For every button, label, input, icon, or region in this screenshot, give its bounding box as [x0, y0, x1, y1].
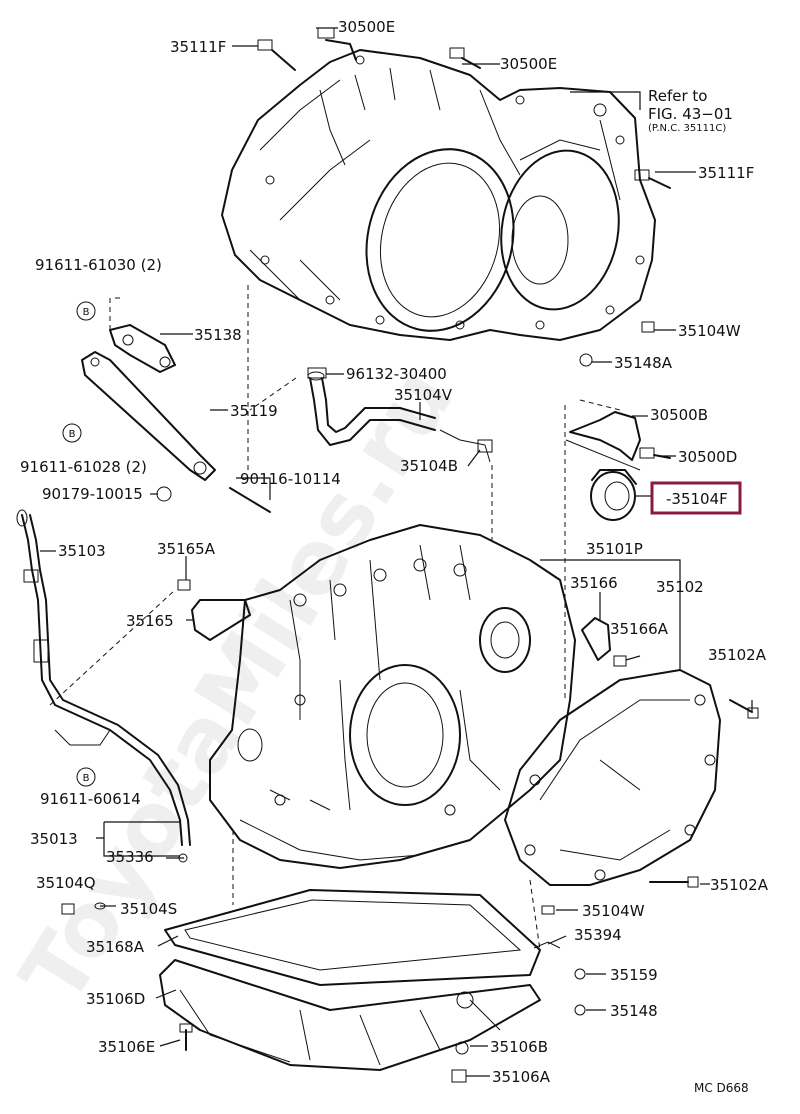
part-label[interactable]: 30500B	[650, 406, 708, 424]
part-label[interactable]: 30500E	[338, 18, 395, 36]
part-label[interactable]: 35104W	[678, 322, 741, 340]
transaxle-case	[209, 524, 576, 869]
part-label[interactable]: 35138	[194, 326, 242, 344]
part-label[interactable]: 35165A	[157, 540, 216, 558]
part-label[interactable]: 35106E	[98, 1038, 155, 1056]
reference-line1[interactable]: Refer to	[648, 87, 707, 105]
oil-seal	[590, 469, 637, 521]
part-label[interactable]: 35148	[610, 1002, 658, 1020]
oil-pan	[159, 889, 541, 1071]
dipstick-tube	[16, 509, 191, 846]
part-label[interactable]: 35336	[106, 848, 154, 866]
retaining-plate	[565, 411, 641, 471]
part-label[interactable]: 91611-60614	[40, 790, 141, 808]
highlight-box[interactable]	[650, 481, 742, 515]
bolt-marker-icon: B B B	[62, 301, 96, 787]
part-label[interactable]: 90116-10114	[240, 470, 341, 488]
part-label[interactable]: 30500E	[500, 55, 557, 73]
assembly-lines	[49, 285, 621, 951]
oil-hose	[307, 371, 491, 463]
leader-lines	[40, 27, 753, 1077]
part-label[interactable]: 35168A	[86, 938, 145, 956]
part-label[interactable]: 96132-30400	[346, 365, 447, 383]
part-label[interactable]: 30500D	[678, 448, 737, 466]
part-label[interactable]: 35013	[30, 830, 78, 848]
part-label[interactable]: 35106A	[492, 1068, 551, 1086]
part-label[interactable]: 35102A	[710, 876, 769, 894]
part-labels: 30500E 35111F 30500E Refer to FIG. 43−01…	[20, 18, 769, 1095]
brackets	[81, 297, 216, 481]
part-label[interactable]: 35106D	[86, 990, 145, 1008]
part-label[interactable]: 35166	[570, 574, 618, 592]
part-label[interactable]: 35111F	[170, 38, 226, 56]
part-label[interactable]: 90179-10015	[42, 485, 143, 503]
part-label[interactable]: 35166A	[610, 620, 669, 638]
transaxle-housing	[221, 49, 656, 341]
part-label[interactable]: 91611-61028 (2)	[20, 458, 147, 476]
part-label[interactable]: 35104B	[400, 457, 458, 475]
svg-text:B: B	[83, 773, 90, 784]
part-label[interactable]: 35102	[656, 578, 704, 596]
part-label[interactable]: 35159	[610, 966, 658, 984]
part-label[interactable]: 35103	[58, 542, 106, 560]
part-label[interactable]: 35165	[126, 612, 174, 630]
drawing-code: MC D668	[694, 1081, 749, 1095]
part-label[interactable]: 35102A	[708, 646, 767, 664]
highlighted-part-label[interactable]: -35104F	[666, 490, 728, 508]
part-label[interactable]: 35394	[574, 926, 622, 944]
part-label[interactable]: 35101P	[586, 540, 643, 558]
part-label[interactable]: 35104V	[394, 386, 453, 404]
reference-line3: (P.N.C. 35111C)	[648, 123, 726, 134]
part-label[interactable]: 35148A	[614, 354, 673, 372]
reference-line2[interactable]: FIG. 43−01	[648, 105, 733, 123]
svg-text:B: B	[83, 307, 90, 318]
part-label[interactable]: 91611-61030 (2)	[35, 256, 162, 274]
part-label[interactable]: 35104Q	[36, 874, 96, 892]
part-label[interactable]: 35119	[230, 402, 278, 420]
part-label[interactable]: 35111F	[698, 164, 754, 182]
svg-text:B: B	[69, 429, 76, 440]
transaxle-side-cover	[504, 669, 721, 886]
part-label[interactable]: 35106B	[490, 1038, 548, 1056]
part-label[interactable]: 35104S	[120, 900, 177, 918]
part-label[interactable]: 35104W	[582, 902, 645, 920]
